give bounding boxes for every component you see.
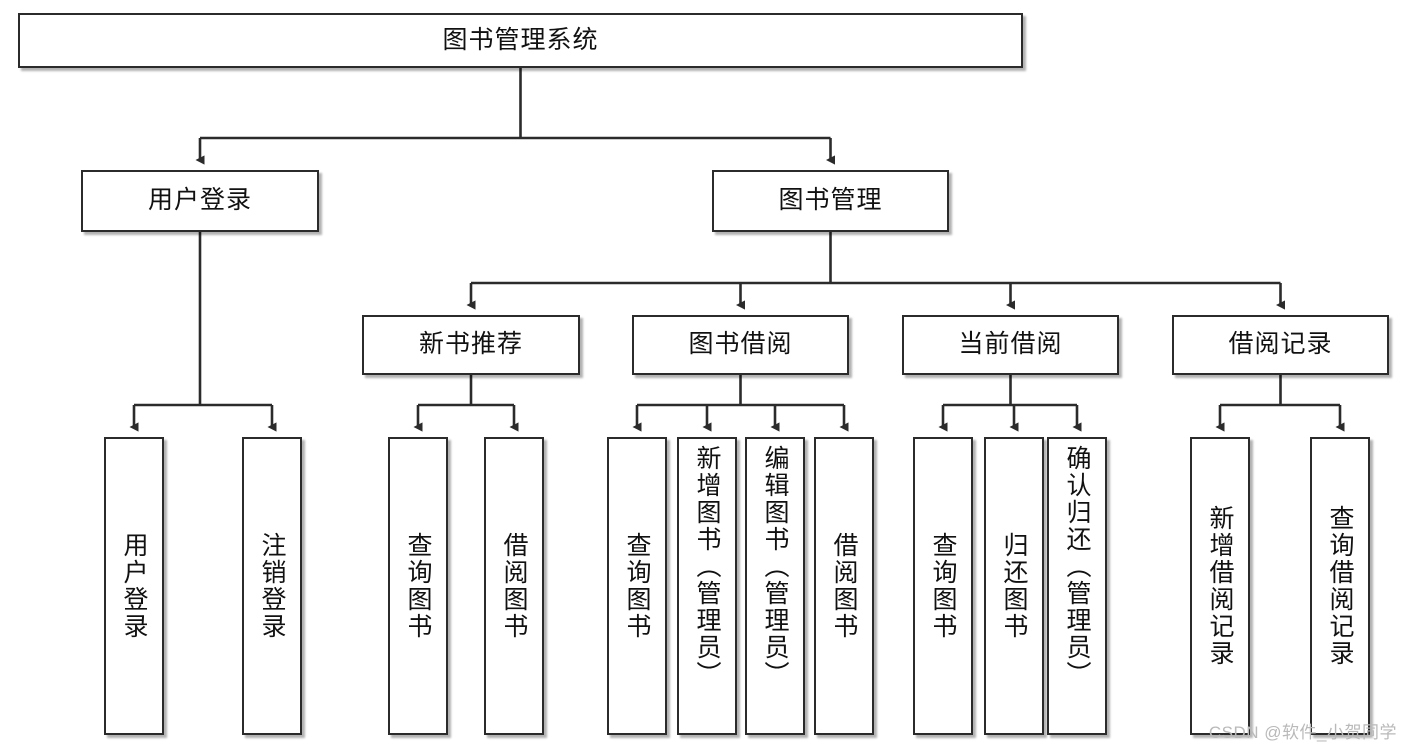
node-leaf-current-query-book[interactable]: 查询图书 [913,437,973,735]
node-leaf-recommend-query-book[interactable]: 查询图书 [388,437,448,735]
node-leaf-add-borrow-record[interactable]: 新增借阅记录 [1190,437,1250,735]
node-user-login[interactable]: 用户登录 [81,170,319,232]
node-leaf-user-login[interactable]: 用户登录 [104,437,164,735]
node-label: 图书管理 [778,186,883,215]
node-label: 用户登录 [120,532,148,640]
node-borrowing-record[interactable]: 借阅记录 [1172,315,1389,375]
node-label: 归还图书 [1000,532,1028,640]
node-label: 当前借阅 [958,330,1063,359]
node-new-book-recommendation[interactable]: 新书推荐 [362,315,580,375]
node-label: 查询借阅记录 [1326,505,1354,667]
csdn-watermark: CSDN @软件_小贺同学 [1208,723,1397,742]
node-label: 借阅图书 [830,532,858,640]
node-label: 借阅记录 [1228,330,1333,359]
node-label: 查询图书 [623,532,651,640]
node-label: 查询图书 [929,532,957,640]
node-label: 用户登录 [147,186,252,215]
node-label: 图书借阅 [688,330,793,359]
node-label: 编辑图书（管理员） [761,445,789,688]
node-leaf-borrow-query-book[interactable]: 查询图书 [607,437,667,735]
node-leaf-add-book-admin[interactable]: 新增图书（管理员） [677,437,737,735]
node-label: 新增借阅记录 [1206,505,1234,667]
node-label: 查询图书 [404,532,432,640]
node-label: 确认归还（管理员） [1063,445,1091,688]
node-leaf-user-logout[interactable]: 注销登录 [242,437,302,735]
node-book-management[interactable]: 图书管理 [712,170,949,232]
node-label: 图书管理系统 [442,25,599,54]
node-leaf-borrow-book[interactable]: 借阅图书 [814,437,874,735]
node-current-borrowing[interactable]: 当前借阅 [902,315,1119,375]
node-leaf-recommend-borrow-book[interactable]: 借阅图书 [484,437,544,735]
node-label: 借阅图书 [500,532,528,640]
node-label: 新书推荐 [418,330,523,359]
node-label: 注销登录 [258,532,286,640]
node-leaf-edit-book-admin[interactable]: 编辑图书（管理员） [745,437,805,735]
node-leaf-confirm-return-admin[interactable]: 确认归还（管理员） [1047,437,1107,735]
node-label: 新增图书（管理员） [693,445,721,688]
node-leaf-return-book[interactable]: 归还图书 [984,437,1044,735]
node-book-borrowing[interactable]: 图书借阅 [632,315,849,375]
node-root-book-management-system[interactable]: 图书管理系统 [18,13,1023,68]
node-leaf-query-borrow-record[interactable]: 查询借阅记录 [1310,437,1370,735]
